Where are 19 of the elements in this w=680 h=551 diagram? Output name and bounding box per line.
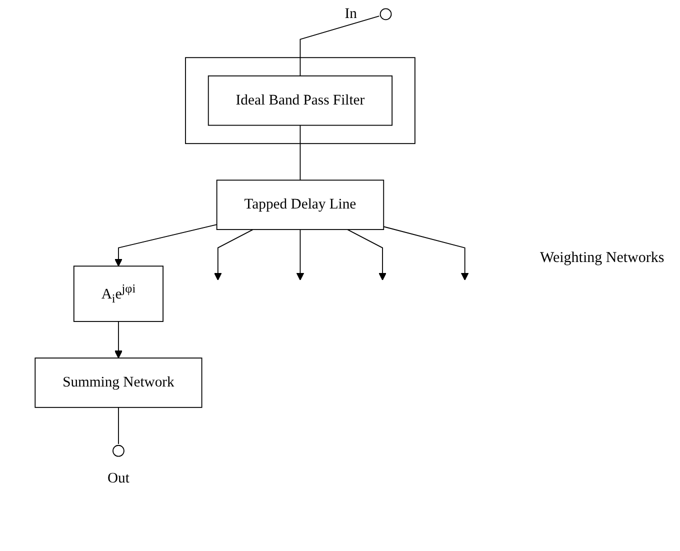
node-label: In (344, 6, 357, 22)
node-label: Out (107, 470, 130, 486)
node-box: Tapped Delay Line (216, 180, 384, 230)
label-text: Weighting Networks (540, 250, 666, 267)
node-box: Ideal Band Pass Filter (208, 75, 393, 126)
connector (300, 124, 301, 181)
cluster (185, 57, 416, 144)
arrow (214, 229, 254, 280)
arrow (114, 321, 122, 358)
connector (118, 406, 119, 444)
arrow (383, 226, 469, 280)
arrow (347, 229, 387, 280)
connector (300, 16, 380, 76)
node-box: A$_{i}$e$^{jφi}$ (73, 266, 164, 322)
node-box: Summing Network (34, 358, 202, 408)
node-circle (380, 8, 392, 20)
arrow (114, 224, 218, 266)
arrow (296, 229, 304, 280)
node-circle (112, 444, 124, 457)
